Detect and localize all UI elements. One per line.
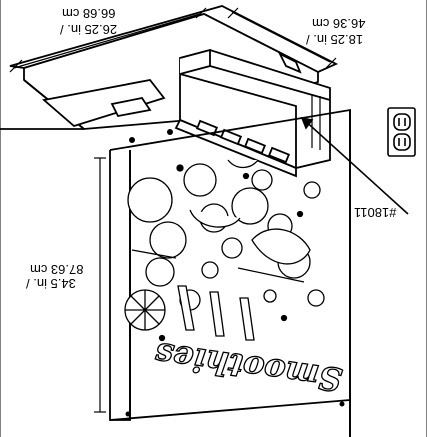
panel-brand-text: Smoothies [153, 335, 345, 399]
panel-feet [125, 401, 345, 417]
depth-dimension-line [227, 7, 337, 69]
dispenser-unit [174, 48, 331, 178]
height-cm-label: 87.63 cm [30, 262, 84, 277]
width-dimension-line [9, 7, 207, 73]
electrical-outlet [387, 107, 416, 157]
model-leader-line [300, 116, 409, 215]
mounting-pins [129, 129, 173, 143]
fruit-illustration [124, 159, 325, 342]
model-number-label: #18011 [354, 205, 397, 220]
width-inches-label: 26.25 in. / [60, 22, 118, 37]
height-inches-label: 34.5 in. / [26, 276, 76, 291]
width-cm-label: 66.68 cm [62, 6, 116, 21]
height-dimension-line [94, 157, 106, 413]
depth-cm-label: 46.36 cm [312, 16, 366, 31]
depth-inches-label: 18.25 in. / [306, 32, 364, 47]
